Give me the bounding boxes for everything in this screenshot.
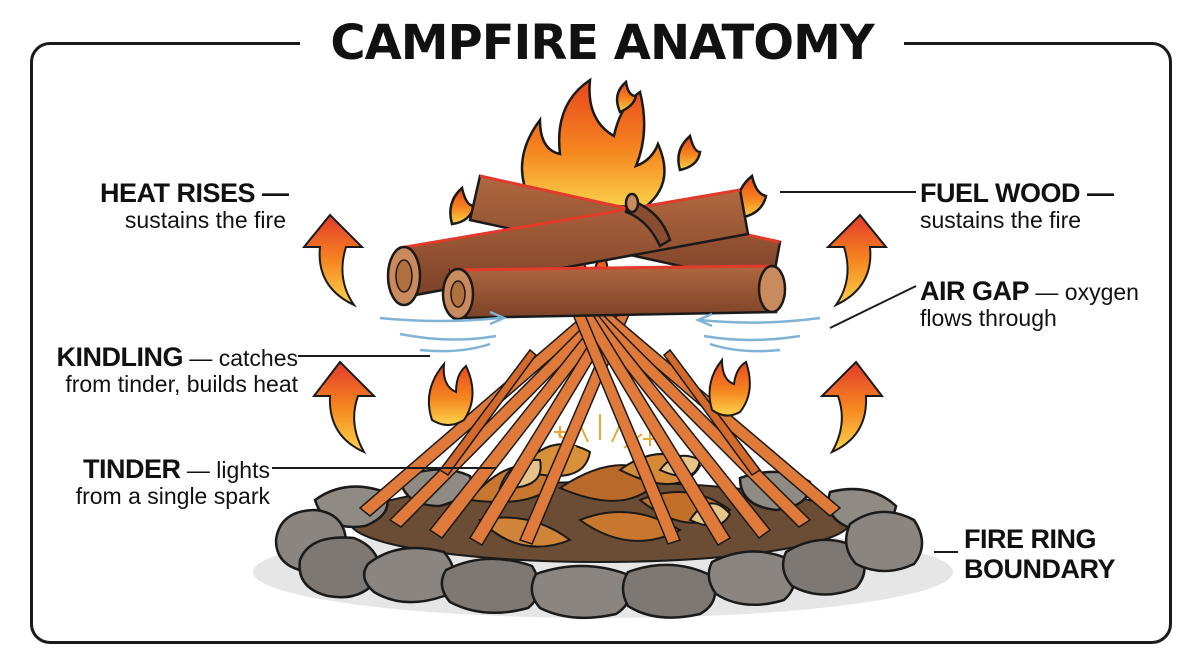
kindling-line2: from tinder, builds heat	[65, 371, 298, 398]
main-flame	[449, 77, 768, 226]
heat-rises-heading: HEAT RISES —	[100, 178, 289, 208]
fire-ring-front	[274, 508, 924, 620]
label-air-gap: AIR GAP — oxygen flows through	[920, 276, 1139, 332]
air-gap-text: — oxygen	[1029, 279, 1139, 305]
spark-lines	[554, 414, 657, 449]
tinder-heading: TINDER	[83, 454, 181, 484]
tinder-text: — lights	[180, 457, 270, 483]
label-heat-rises: HEAT RISES — sustains the fire	[100, 178, 289, 234]
air-gap-heading: AIR GAP	[920, 276, 1030, 306]
leader-lines	[272, 191, 958, 553]
tinder-line2: from a single spark	[75, 483, 270, 510]
heat-arrows	[301, 213, 889, 455]
fuel-wood-text: sustains the fire	[920, 207, 1082, 234]
air-gap-line2: flows through	[920, 305, 1057, 332]
kindling-text: — catches	[182, 345, 298, 371]
fuel-wood-heading: FUEL WOOD —	[920, 178, 1114, 208]
label-fuel-wood: FUEL WOOD — sustains the fire	[920, 178, 1114, 234]
heat-rises-text: sustains the fire	[124, 207, 286, 234]
title-banner: CAMPFIRE ANATOMY	[300, 14, 904, 72]
fire-ring-line2: BOUNDARY	[964, 554, 1116, 585]
label-fire-ring: FIRE RING BOUNDARY	[964, 524, 1116, 585]
label-tinder: TINDER — lights from a single spark	[60, 454, 270, 510]
page-title: CAMPFIRE ANATOMY	[330, 15, 874, 71]
fuel-logs	[386, 174, 787, 321]
kindling-heading: KINDLING	[56, 342, 183, 372]
fire-ring-heading: FIRE RING	[964, 524, 1097, 554]
air-gap-arrows	[379, 310, 821, 353]
label-kindling: KINDLING — catches from tinder, builds h…	[40, 342, 298, 398]
